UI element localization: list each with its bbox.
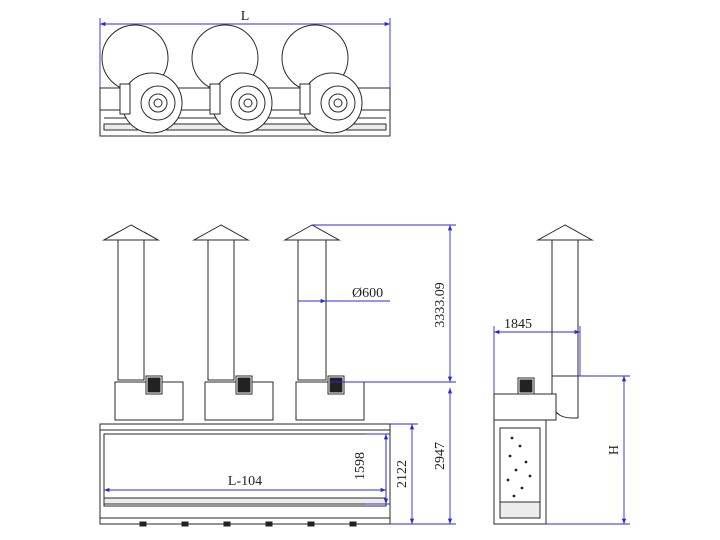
dimension-cabinet-height: 2122 <box>390 423 418 524</box>
exhaust-stack-3 <box>283 224 365 421</box>
dimension-side-offset: 1845 <box>493 317 581 394</box>
exhaust-stack-2 <box>192 224 274 421</box>
dim-label-diameter: Ø600 <box>352 286 383 301</box>
fan-unit-1 <box>101 24 183 134</box>
dim-label-H: H <box>607 445 622 455</box>
fan-unit-3 <box>281 24 363 134</box>
side-stack-cap <box>536 224 594 241</box>
side-view: 1845 H <box>493 224 630 525</box>
side-cabinet-dots <box>506 436 532 498</box>
fan-unit-2 <box>191 24 273 134</box>
dimension-stack-height: 3333.09 <box>312 224 456 383</box>
dimension-diameter: Ø600 <box>298 286 390 304</box>
exhaust-stack-1 <box>102 224 184 421</box>
dimension-L: L <box>99 9 391 88</box>
cabinet-feet <box>139 521 357 527</box>
dim-label-cabinet-height: 2122 <box>395 460 410 488</box>
dim-label-L: L <box>241 9 250 24</box>
dim-label-stack-height: 3333.09 <box>433 282 448 328</box>
dimension-L-104: L-104 <box>104 474 386 493</box>
dim-label-total-height: 2947 <box>433 442 448 470</box>
top-view: L <box>99 9 391 137</box>
dim-label-side-offset: 1845 <box>504 317 532 332</box>
dimension-H: H <box>546 375 630 525</box>
dim-label-opening-height: 1598 <box>353 452 368 480</box>
dimension-opening-height: 1598 <box>353 433 390 505</box>
dimension-total-height: 2947 <box>390 388 456 525</box>
dim-label-L-104: L-104 <box>228 474 262 489</box>
front-view: L-104 Ø600 3333.09 2947 2122 <box>99 224 456 527</box>
